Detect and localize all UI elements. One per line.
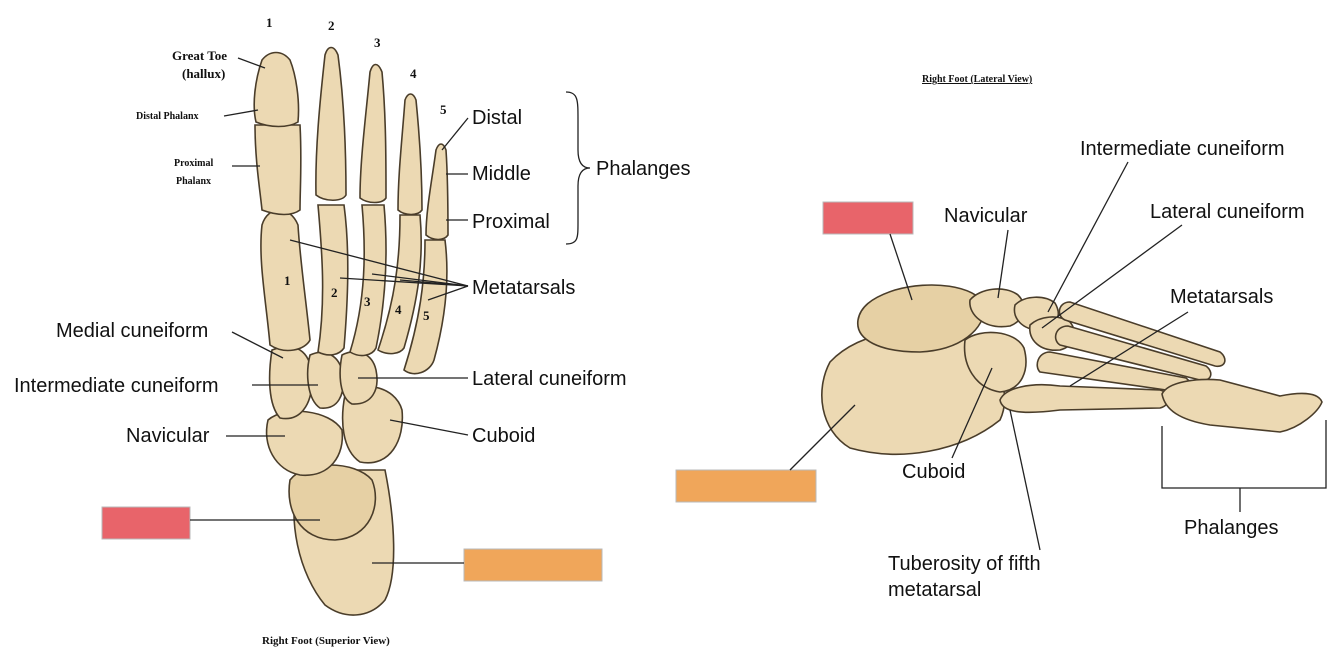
superior-view-caption: Right Foot (Superior View) xyxy=(262,635,390,647)
phalanges-2-bone xyxy=(315,46,347,202)
phalanges-4-bone xyxy=(397,93,423,216)
metatarsal-4-bone xyxy=(377,214,422,355)
phalanges-3-bone xyxy=(359,63,387,204)
lateral-calcaneus-blank-box[interactable] xyxy=(675,469,817,503)
tuberosity-label-line1: Tuberosity of fifth xyxy=(888,553,1041,575)
hallux-label: (hallux) xyxy=(182,66,225,81)
lateral-cuboid-label: Cuboid xyxy=(902,461,965,483)
middle-label: Middle xyxy=(472,163,531,185)
navicular-bone xyxy=(265,410,344,476)
metatarsal-number-3: 3 xyxy=(364,294,371,309)
lateral-cuboid-bone xyxy=(963,331,1027,393)
lateral-view: Right Foot (Lateral View) Intermediate c… xyxy=(675,74,1327,601)
proximal-phalanx-1-bone xyxy=(254,124,302,216)
lateral-navicular-label: Navicular xyxy=(944,205,1028,227)
digit-number-5: 5 xyxy=(440,102,447,117)
lateral-phalanges-bracket xyxy=(1161,420,1327,489)
distal-phalanx-1-bone xyxy=(253,51,300,128)
lateral-metatarsal-2-bone xyxy=(1058,301,1226,368)
lateral-phalanges-label: Phalanges xyxy=(1184,517,1279,539)
metatarsals-label: Metatarsals xyxy=(472,277,575,299)
digit-number-3: 3 xyxy=(374,35,381,50)
metatarsal-number-2: 2 xyxy=(331,285,338,300)
proximal-phalanx-label-line2: Phalanx xyxy=(176,176,211,187)
distal-label: Distal xyxy=(472,107,522,129)
phalanges-brace xyxy=(565,91,591,245)
intermediate-cuneiform-bone xyxy=(306,351,345,409)
proximal-phalanx-label-line1: Proximal xyxy=(174,158,213,169)
lateral-cuneiform-label: Lateral cuneiform xyxy=(472,368,627,390)
great-toe-label: Great Toe xyxy=(172,48,227,63)
metatarsal-2-bone xyxy=(317,204,349,356)
metatarsal-number-1: 1 xyxy=(284,273,291,288)
cuboid-label: Cuboid xyxy=(472,425,535,447)
navicular-label: Navicular xyxy=(126,425,210,447)
medial-cuneiform-label: Medial cuneiform xyxy=(56,320,208,342)
talus-blank-box[interactable] xyxy=(101,506,191,540)
distal-phalanx-label: Distal Phalanx xyxy=(136,111,199,122)
metatarsal-number-5: 5 xyxy=(423,308,430,323)
medial-cuneiform-bone xyxy=(268,346,313,420)
lateral-view-caption: Right Foot (Lateral View) xyxy=(922,74,1032,85)
lateral-metatarsals-label: Metatarsals xyxy=(1170,286,1273,308)
tuberosity-label-line2: metatarsal xyxy=(888,579,981,601)
phalanges-5-bone xyxy=(425,143,449,241)
lateral-phalanges-bone xyxy=(1161,378,1323,433)
digit-number-2: 2 xyxy=(328,18,335,33)
digit-number-4: 4 xyxy=(410,66,417,81)
lateral-talus-blank-box[interactable] xyxy=(822,201,914,235)
lateral-metatarsal-5-bone xyxy=(999,383,1170,414)
superior-view: 1 2 3 4 5 1 2 3 4 5 Great Toe (hallux) D… xyxy=(14,15,691,647)
lateral-intermediate-cuneiform-label: Intermediate cuneiform xyxy=(1080,138,1285,160)
phalanges-label: Phalanges xyxy=(596,158,691,180)
calcaneus-blank-box[interactable] xyxy=(463,548,603,582)
proximal-label: Proximal xyxy=(472,211,550,233)
intermediate-cuneiform-label: Intermediate cuneiform xyxy=(14,375,219,397)
lateral-lateral-cuneiform-label: Lateral cuneiform xyxy=(1150,201,1305,223)
metatarsal-number-4: 4 xyxy=(395,302,402,317)
digit-number-1: 1 xyxy=(266,15,273,30)
